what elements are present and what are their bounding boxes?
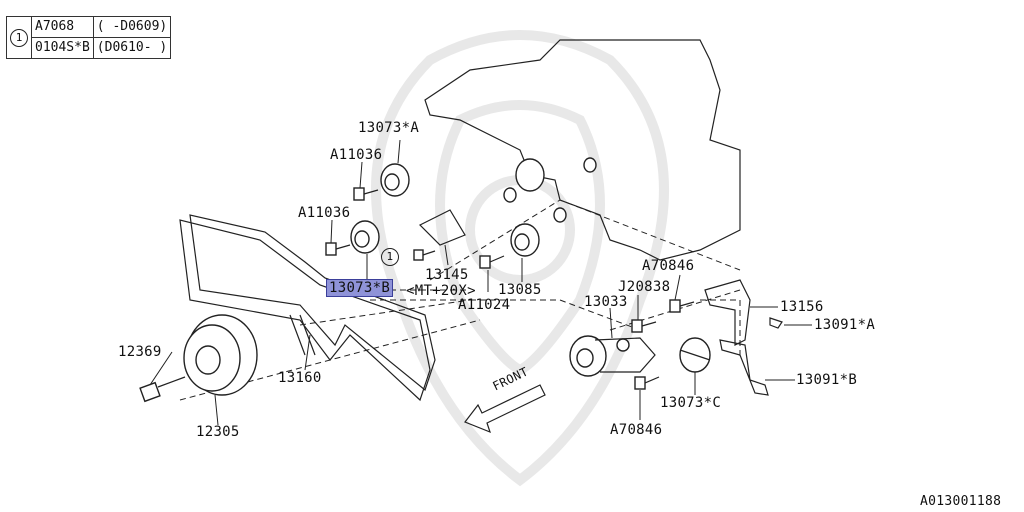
ref-marker-cell: 1	[6, 16, 32, 59]
ref-part-2: 0104S*B	[31, 37, 94, 59]
label-13073a[interactable]: 13073*A	[358, 120, 420, 136]
label-12305[interactable]: 12305	[196, 424, 240, 440]
timing-belt	[179, 214, 436, 402]
ref-part-1: A7068	[31, 16, 94, 38]
ref-range-1: ( -D0609)	[92, 16, 172, 38]
label-marker1[interactable]: 1	[381, 248, 399, 266]
tensioner-13033	[569, 335, 656, 377]
watermark-emblem	[371, 30, 669, 487]
marker1-circle: 1	[381, 248, 399, 266]
idler-13073b	[350, 220, 380, 254]
tensioner-idler-13073c	[679, 337, 711, 373]
idler-13085	[510, 223, 540, 257]
bolt-a11036-mid	[325, 242, 351, 256]
reference-table: 1 A7068 ( -D0609) 0104S*B (D0610- )	[6, 16, 172, 59]
clip-13091a	[769, 317, 783, 329]
label-12369[interactable]: 12369	[118, 344, 162, 360]
crank-pulley	[183, 314, 258, 396]
crank-bolt	[139, 376, 186, 403]
ref-marker: 1	[10, 28, 28, 47]
label-13091b[interactable]: 13091*B	[796, 372, 858, 388]
label-a70846-bottom[interactable]: A70846	[610, 422, 663, 438]
bolt-marker1	[413, 249, 436, 261]
cam-sprocket-parts	[503, 157, 597, 223]
label-13091a[interactable]: 13091*A	[814, 317, 876, 333]
label-a11024[interactable]: A11024	[458, 297, 511, 313]
bolt-j20838	[631, 319, 657, 333]
label-a11036-top[interactable]: A11036	[330, 147, 383, 163]
label-13156[interactable]: 13156	[780, 299, 824, 315]
label-a11036-mid[interactable]: A11036	[298, 205, 351, 221]
ref-range-2: (D0610- )	[92, 37, 172, 59]
label-13160[interactable]: 13160	[278, 370, 322, 386]
bolt-a70846-top	[669, 299, 695, 313]
front-arrow-icon	[464, 384, 546, 434]
bracket-13145	[418, 209, 466, 246]
bolt-a11036-top	[353, 187, 379, 201]
label-j20838[interactable]: J20838	[618, 279, 671, 295]
belt-guide-13091b	[719, 339, 769, 396]
label-13073b-highlighted[interactable]: 13073*B	[326, 279, 394, 297]
diagram-id: A013001188	[920, 494, 1002, 509]
label-mt20x: <MT+20X>	[406, 283, 476, 299]
label-13145[interactable]: 13145	[425, 267, 469, 283]
leader-lines	[149, 139, 812, 426]
bolt-a11024	[479, 255, 505, 269]
label-13033[interactable]: 13033	[584, 294, 628, 310]
mt20x-text: MT+20X>	[414, 283, 476, 299]
belt-guide-13156	[704, 279, 751, 346]
label-13085[interactable]: 13085	[498, 282, 542, 298]
idler-13073a	[380, 163, 410, 197]
label-a70846-top[interactable]: A70846	[642, 258, 695, 274]
bolt-a70846-bottom	[634, 376, 660, 390]
label-13073c[interactable]: 13073*C	[660, 395, 722, 411]
